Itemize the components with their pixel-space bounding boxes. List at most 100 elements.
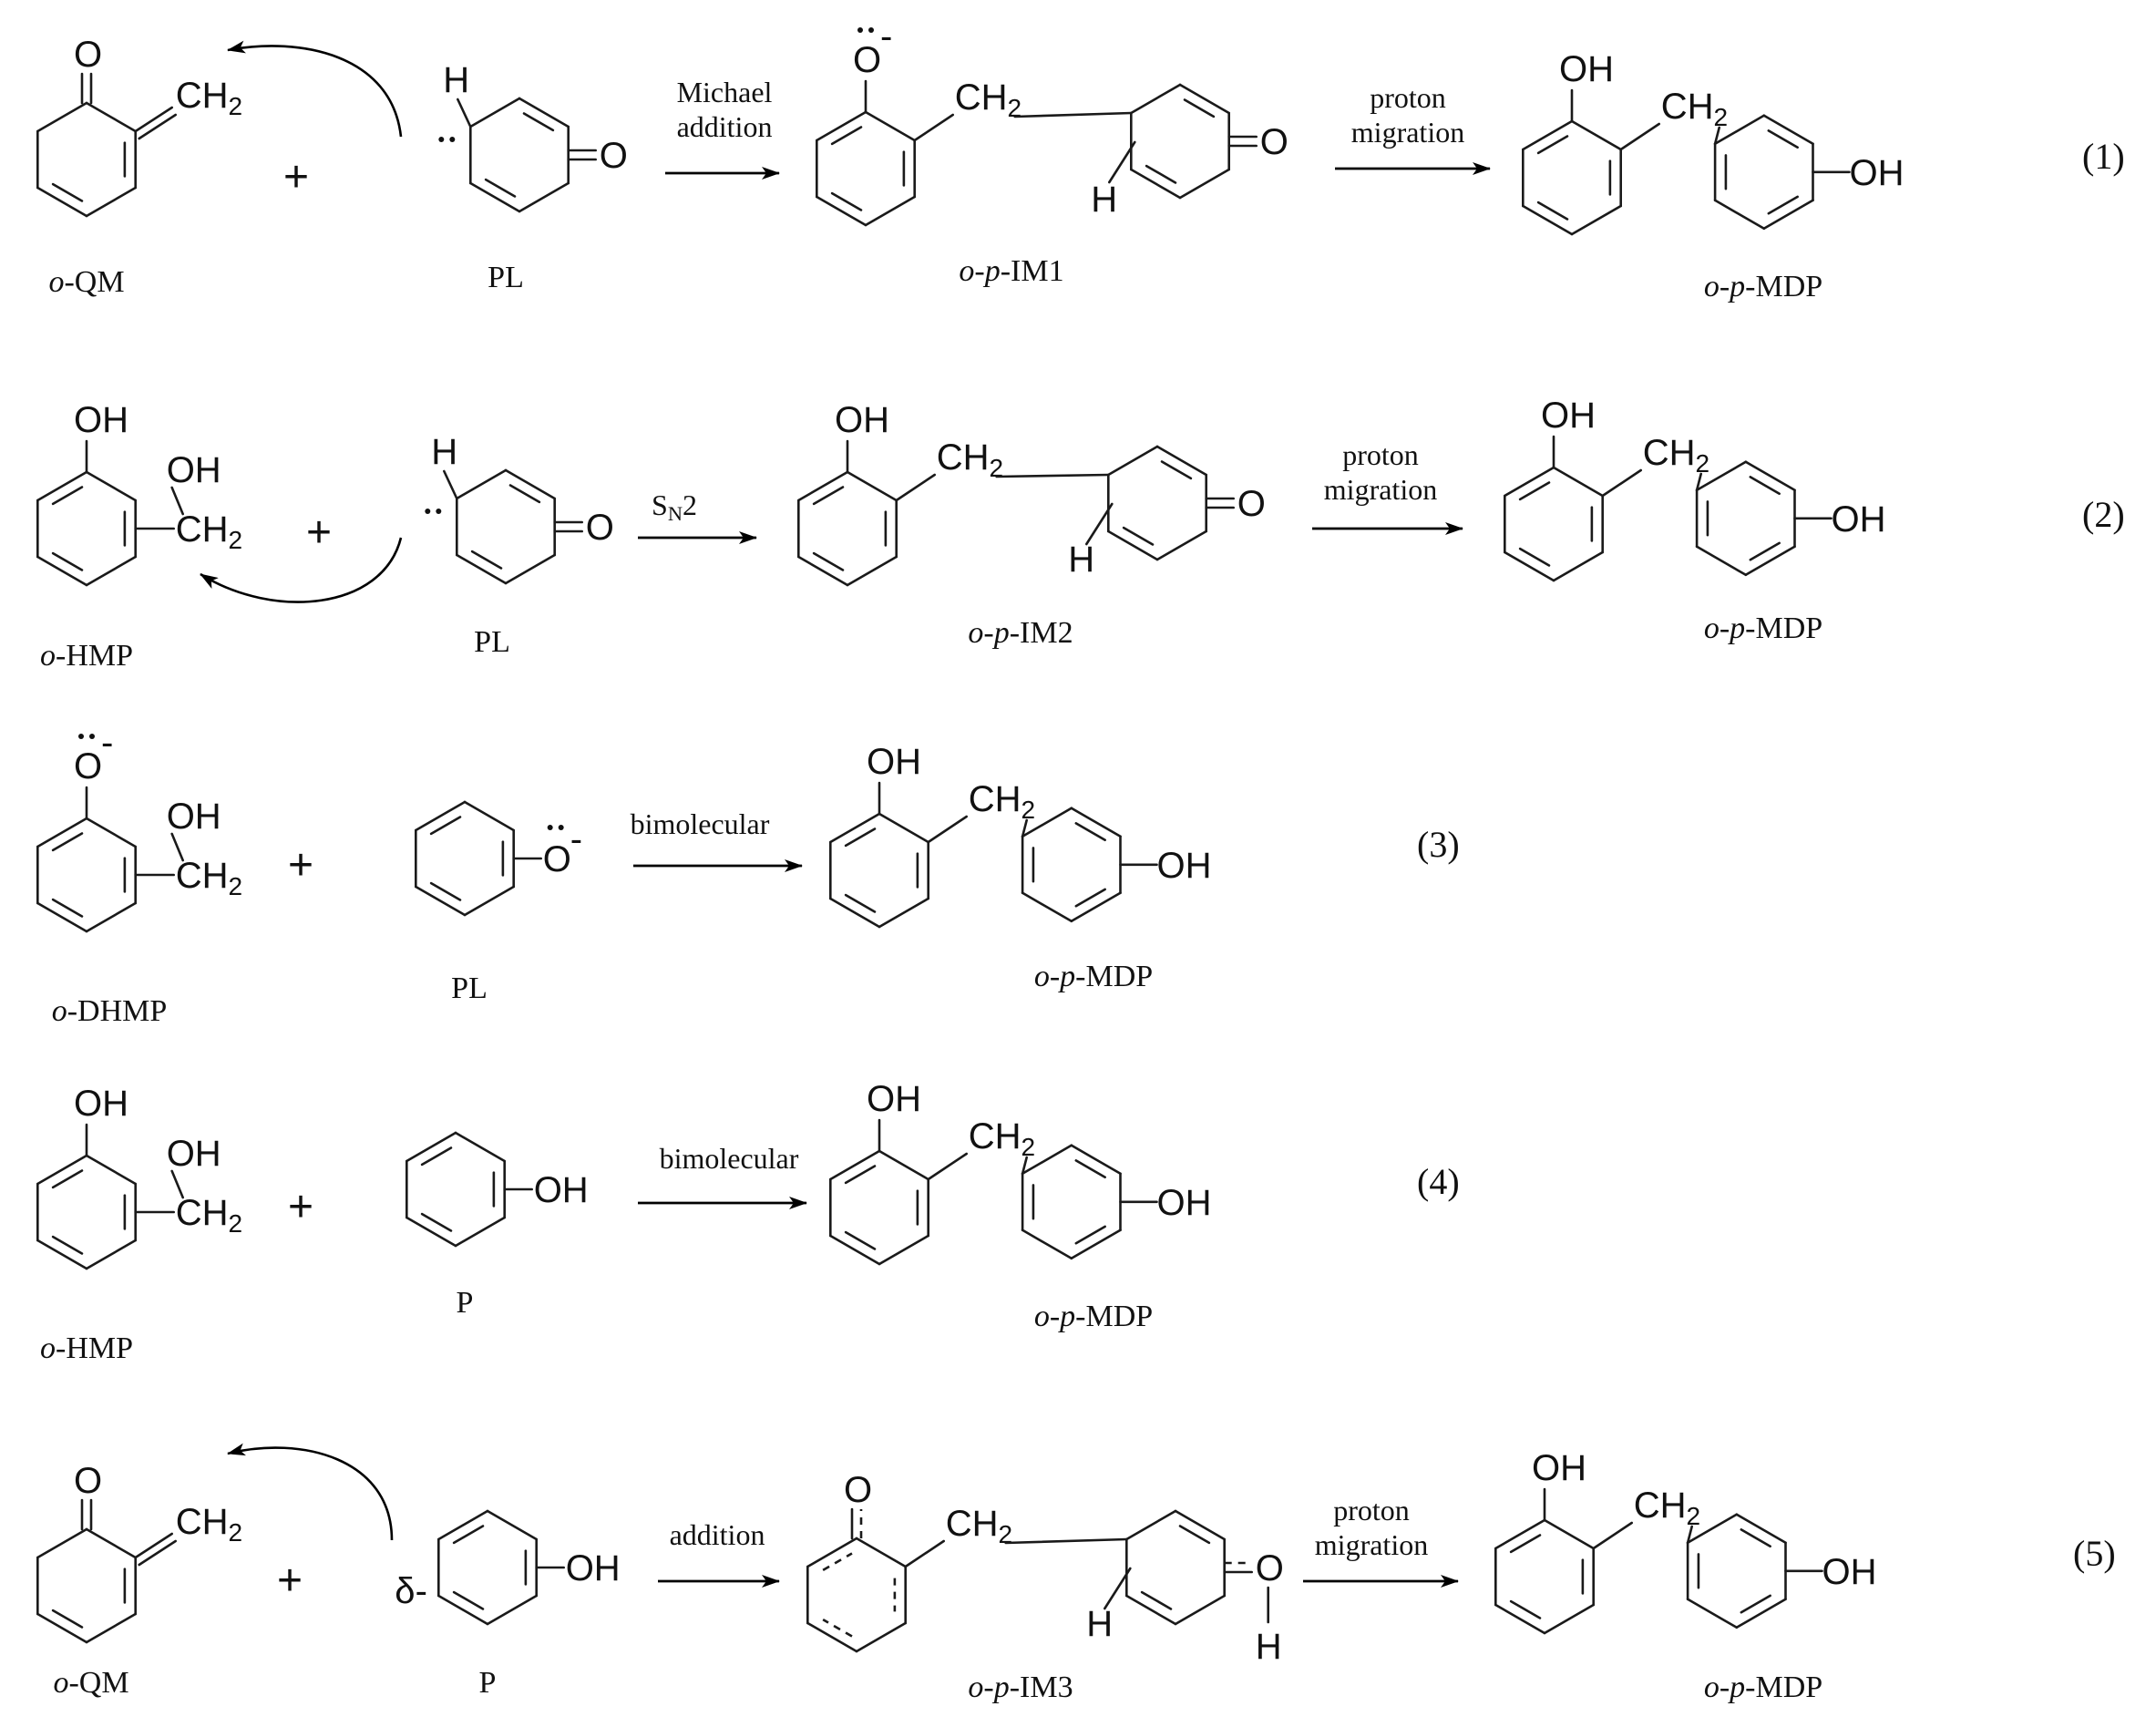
ch2oh-label: OH [167, 450, 221, 490]
phenol-ring [437, 1509, 538, 1626]
ring-double-bond [470, 550, 503, 570]
carbonyl-o: O [1260, 122, 1288, 162]
exo-double-bond [138, 113, 177, 140]
ch2-label: CH2 [176, 1502, 242, 1547]
ring-double-bond [1074, 822, 1106, 842]
product-1-right-ring [1713, 114, 1814, 231]
ch2-label: CH2 [176, 856, 242, 900]
ring-bond [1155, 445, 1207, 477]
reactant-a-label: o-DHMP [52, 994, 168, 1028]
ring-bond [1735, 1513, 1787, 1545]
ring-bond [797, 470, 849, 502]
ring-bond [1522, 119, 1574, 151]
ring-bond [456, 468, 508, 500]
delta-minus: δ- [395, 1571, 427, 1611]
equation-number: (1) [2082, 136, 2125, 177]
ch2-ring-bond [1021, 1156, 1028, 1176]
oh-label: OH [566, 1548, 621, 1588]
ring-bond [1543, 1603, 1595, 1635]
ring-bond [878, 1234, 929, 1266]
ring-double-bond [51, 1169, 84, 1189]
ring-double-bond [1740, 1528, 1771, 1548]
lone-pair [857, 27, 874, 33]
ring-bond [806, 1537, 858, 1568]
ring-bond [1695, 545, 1748, 577]
ring-bond [504, 468, 556, 500]
ring-double-bond [1074, 1159, 1106, 1179]
phenoxide-o: O [74, 746, 102, 786]
reactant-b-label: P [457, 1286, 474, 1320]
ring-bond [1494, 1603, 1546, 1635]
ring-double-bond [420, 1212, 453, 1232]
intermediate-label: o-p-IM2 [968, 616, 1073, 650]
product-4-left-ring [829, 1149, 929, 1266]
lone-pair [425, 509, 442, 514]
ring-double-bond [1183, 98, 1216, 118]
ring-bond [1125, 1509, 1177, 1541]
arrow-label: Michael [677, 76, 773, 108]
arrow-label: migration [1324, 473, 1437, 506]
plus-sign: + [288, 841, 313, 889]
ring-bond [855, 1537, 907, 1568]
ring-double-bond [1518, 547, 1551, 567]
ring-bond [1744, 545, 1796, 577]
ch2oh-bond [170, 832, 184, 862]
ring-bond [829, 897, 881, 929]
o-qm-ring [36, 1527, 137, 1644]
carbonyl-o: O [74, 1461, 102, 1501]
oh-label: OH [867, 1079, 921, 1119]
carbonyl-o: O [586, 508, 614, 548]
arrow-label: addition [670, 1518, 765, 1551]
ring-double-bond [1518, 481, 1551, 501]
ring-double-bond [51, 551, 84, 571]
ring-double-bond [51, 1609, 84, 1629]
ring-double-bond [1178, 1525, 1211, 1545]
ring-bond [816, 195, 868, 227]
electron-dot [449, 137, 456, 142]
ring-double-bond [51, 832, 84, 852]
ring-bond [1552, 466, 1604, 498]
o-hmp-ring [36, 470, 137, 587]
ring-bond [85, 817, 137, 848]
ch2-label: CH2 [969, 1116, 1035, 1161]
h-bond [1085, 502, 1114, 546]
ring-bond [878, 812, 929, 844]
ring-bond [806, 1621, 858, 1653]
ring-bond [36, 555, 88, 587]
ch2-bond [895, 473, 936, 502]
product-4-right-ring [1021, 1144, 1122, 1260]
ch2oh-label: OH [167, 797, 221, 837]
product-label: o-p-MDP [1034, 960, 1153, 993]
oh-label: OH [74, 400, 128, 440]
ring-double-bond [51, 1235, 84, 1255]
electron-dot [89, 734, 95, 739]
product-2-left-ring [1504, 466, 1604, 582]
ring-bond [1744, 460, 1796, 492]
reactant-a-label: o-QM [53, 1666, 128, 1700]
ring-bond [1070, 1228, 1122, 1260]
plus-sign: + [283, 153, 309, 201]
product-3-right-ring [1021, 807, 1122, 923]
ring-bond [1021, 891, 1073, 923]
ch2-label: CH2 [1661, 87, 1728, 131]
ch2-ring-bond [1021, 818, 1028, 838]
ring-bond [85, 1527, 137, 1559]
ring-double-bond [429, 881, 462, 901]
ring-double-bond [812, 551, 845, 571]
reactant-a-label: o-HMP [40, 639, 133, 673]
product-5-right-ring [1686, 1513, 1787, 1629]
phenoxide-o: O [853, 40, 881, 80]
h-label: H [1086, 1604, 1113, 1644]
phenoxide-o: O [543, 839, 571, 879]
im1-left-ring [816, 110, 916, 227]
ring-bond [878, 897, 929, 929]
arrow-label: bimolecular [631, 807, 770, 840]
ring-bond [85, 1154, 137, 1186]
im2-right-ring [1107, 445, 1207, 561]
h-label: H [431, 432, 457, 472]
carbonyl-o: O [600, 136, 628, 176]
equation-number: (4) [1417, 1161, 1460, 1202]
ring-bond [1130, 83, 1182, 115]
ring-bond [1070, 891, 1122, 923]
ring-bond [437, 1509, 489, 1541]
